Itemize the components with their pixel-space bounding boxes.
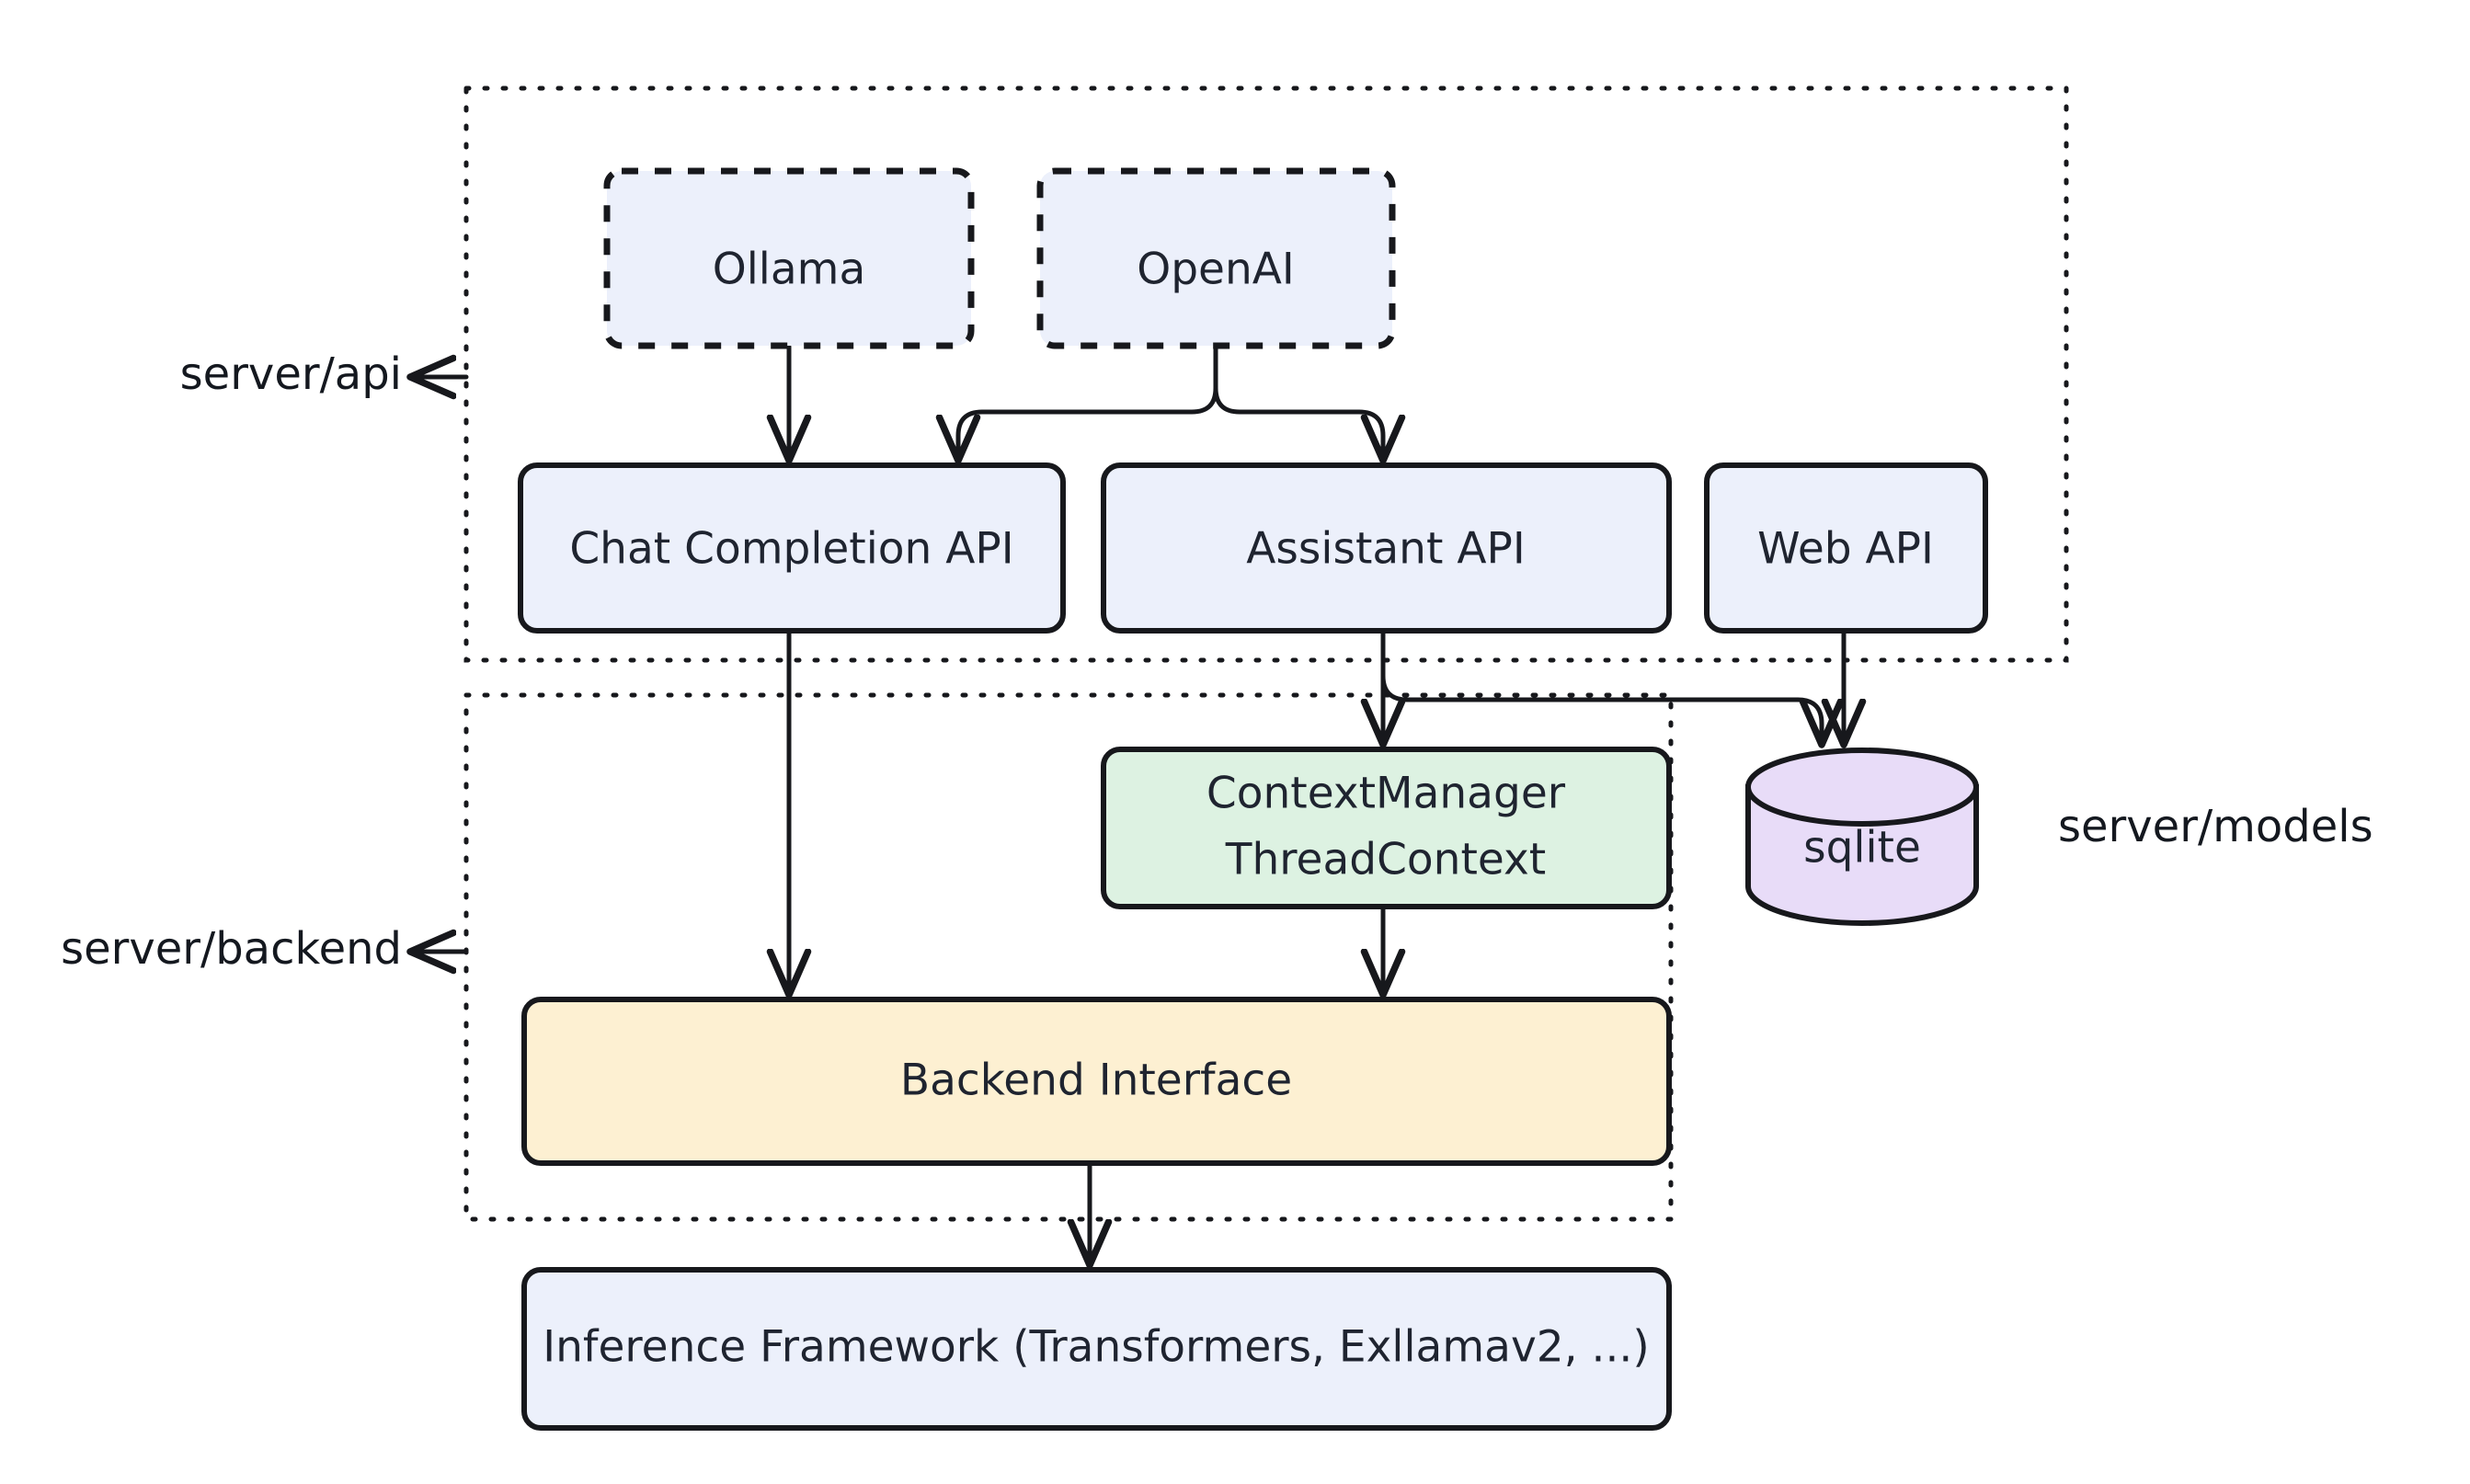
- edge-openai-to-chat-completion-api: [958, 385, 1218, 457]
- node-context-manager-box[interactable]: [1101, 747, 1672, 909]
- edge-openai-to-assistant-api: [1213, 385, 1383, 457]
- edges-layer: [414, 344, 1844, 1261]
- node-assistant-api[interactable]: Assistant API: [1101, 462, 1672, 634]
- node-sqlite-label: sqlite: [1803, 823, 1921, 873]
- node-chat-completion-api-label: Chat Completion API: [569, 524, 1013, 575]
- edge-assistant-api-to-sqlite: [1380, 673, 1822, 741]
- node-chat-completion-api[interactable]: Chat Completion API: [518, 462, 1066, 634]
- node-chat-completion-api-box[interactable]: [518, 462, 1066, 634]
- node-ollama-box[interactable]: [603, 167, 975, 349]
- node-assistant-api-label: Assistant API: [1246, 524, 1525, 575]
- node-backend-interface-box[interactable]: [521, 997, 1672, 1166]
- node-openai[interactable]: OpenAI: [1036, 167, 1396, 349]
- node-backend-interface[interactable]: Backend Interface: [521, 997, 1672, 1166]
- node-context-manager[interactable]: ContextManager ThreadContext: [1101, 747, 1672, 909]
- node-ollama[interactable]: Ollama: [603, 167, 975, 349]
- group-label-server-api: server/api: [180, 348, 402, 400]
- node-context-manager-label-line-1: ContextManager: [1206, 769, 1566, 819]
- node-inference-framework-label: Inference Framework (Transformers, Exlla…: [543, 1322, 1649, 1373]
- node-backend-interface-label: Backend Interface: [900, 1056, 1292, 1106]
- node-ollama-label: Ollama: [713, 245, 866, 295]
- node-sqlite[interactable]: sqlite: [1745, 748, 1979, 926]
- node-inference-framework[interactable]: Inference Framework (Transformers, Exlla…: [521, 1267, 1672, 1431]
- node-context-manager-label-line-2: ThreadContext: [1225, 835, 1546, 885]
- group-label-server-backend: server/backend: [61, 923, 402, 975]
- node-assistant-api-box[interactable]: [1101, 462, 1672, 634]
- node-openai-label: OpenAI: [1137, 245, 1295, 295]
- node-openai-box[interactable]: [1036, 167, 1396, 349]
- node-web-api-label: Web API: [1757, 524, 1934, 575]
- node-inference-framework-box[interactable]: [521, 1267, 1672, 1431]
- node-sqlite-top-ellipse: [1745, 748, 1979, 827]
- group-label-server-models: server/models: [2058, 801, 2373, 852]
- node-web-api[interactable]: Web API: [1704, 462, 1988, 634]
- node-web-api-box[interactable]: [1704, 462, 1988, 634]
